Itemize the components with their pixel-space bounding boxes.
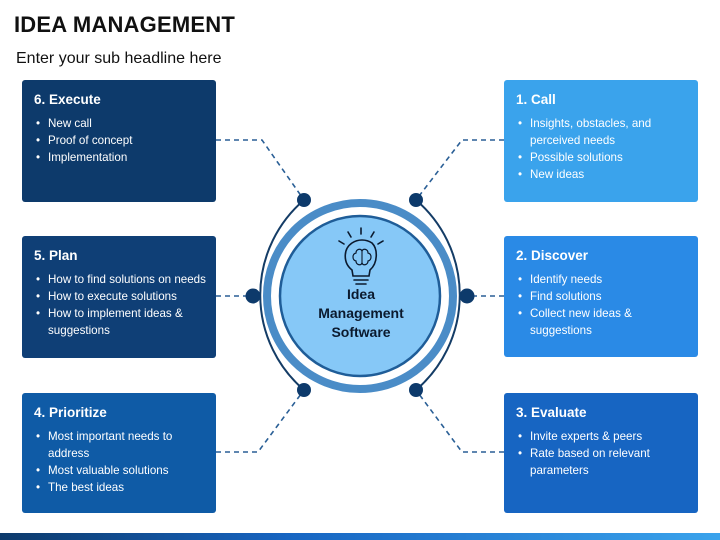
- node-prioritize: [297, 383, 311, 397]
- card-prioritize-item: The best ideas: [34, 479, 206, 496]
- node-plan: [245, 288, 261, 304]
- card-prioritize: 4. Prioritize Most important needs to ad…: [22, 393, 216, 513]
- page-title: IDEA MANAGEMENT: [14, 12, 235, 37]
- connector-evaluate: [415, 389, 504, 453]
- card-execute-item: Implementation: [34, 149, 206, 166]
- center-inner-circle: [278, 214, 442, 378]
- connector-prioritize: [216, 389, 305, 453]
- connector-call: [415, 139, 504, 201]
- node-execute: [297, 193, 311, 207]
- card-plan: 5. Plan How to find solutions on needs H…: [22, 236, 216, 358]
- center-label-line2: Management: [318, 305, 404, 321]
- card-execute: 6. Execute New call Proof of concept Imp…: [22, 80, 216, 202]
- connector-execute: [216, 139, 305, 201]
- card-call-title: 1. Call: [516, 92, 556, 107]
- node-discover: [459, 288, 475, 304]
- card-call-item: Possible solutions: [516, 149, 688, 166]
- card-prioritize-item: Most important needs to address: [34, 428, 206, 462]
- card-plan-item: How to implement ideas & suggestions: [34, 305, 206, 339]
- card-prioritize-item: Most valuable solutions: [34, 462, 206, 479]
- card-discover: 2. Discover Identify needs Find solution…: [504, 236, 698, 357]
- bottom-accent-bar: [0, 533, 720, 540]
- card-discover-item: Identify needs: [516, 271, 688, 288]
- card-discover-item: Find solutions: [516, 288, 688, 305]
- card-execute-title: 6. Execute: [34, 92, 101, 107]
- card-call-item: Insights, obstacles, and perceived needs: [516, 115, 688, 149]
- card-evaluate-item: Rate based on relevant parameters: [516, 445, 688, 479]
- node-evaluate: [409, 383, 423, 397]
- node-call: [409, 193, 423, 207]
- card-plan-item: How to execute solutions: [34, 288, 206, 305]
- card-call: 1. Call Insights, obstacles, and perceiv…: [504, 80, 698, 202]
- card-call-item: New ideas: [516, 166, 688, 183]
- lightbulb-brain-icon: [338, 227, 384, 285]
- card-execute-item: New call: [34, 115, 206, 132]
- center-label: Idea Management Software: [296, 285, 426, 342]
- card-plan-title: 5. Plan: [34, 248, 78, 263]
- center-label-line3: Software: [331, 324, 391, 340]
- card-discover-title: 2. Discover: [516, 248, 589, 263]
- card-discover-item: Collect new ideas & suggestions: [516, 305, 688, 339]
- card-prioritize-title: 4. Prioritize: [34, 405, 107, 420]
- card-execute-item: Proof of concept: [34, 132, 206, 149]
- card-plan-item: How to find solutions on needs: [34, 271, 206, 288]
- center-label-line1: Idea: [346, 286, 375, 302]
- page-subtitle: Enter your sub headline here: [16, 50, 222, 67]
- card-evaluate: 3. Evaluate Invite experts & peers Rate …: [504, 393, 698, 513]
- card-evaluate-title: 3. Evaluate: [516, 405, 587, 420]
- card-evaluate-item: Invite experts & peers: [516, 428, 688, 445]
